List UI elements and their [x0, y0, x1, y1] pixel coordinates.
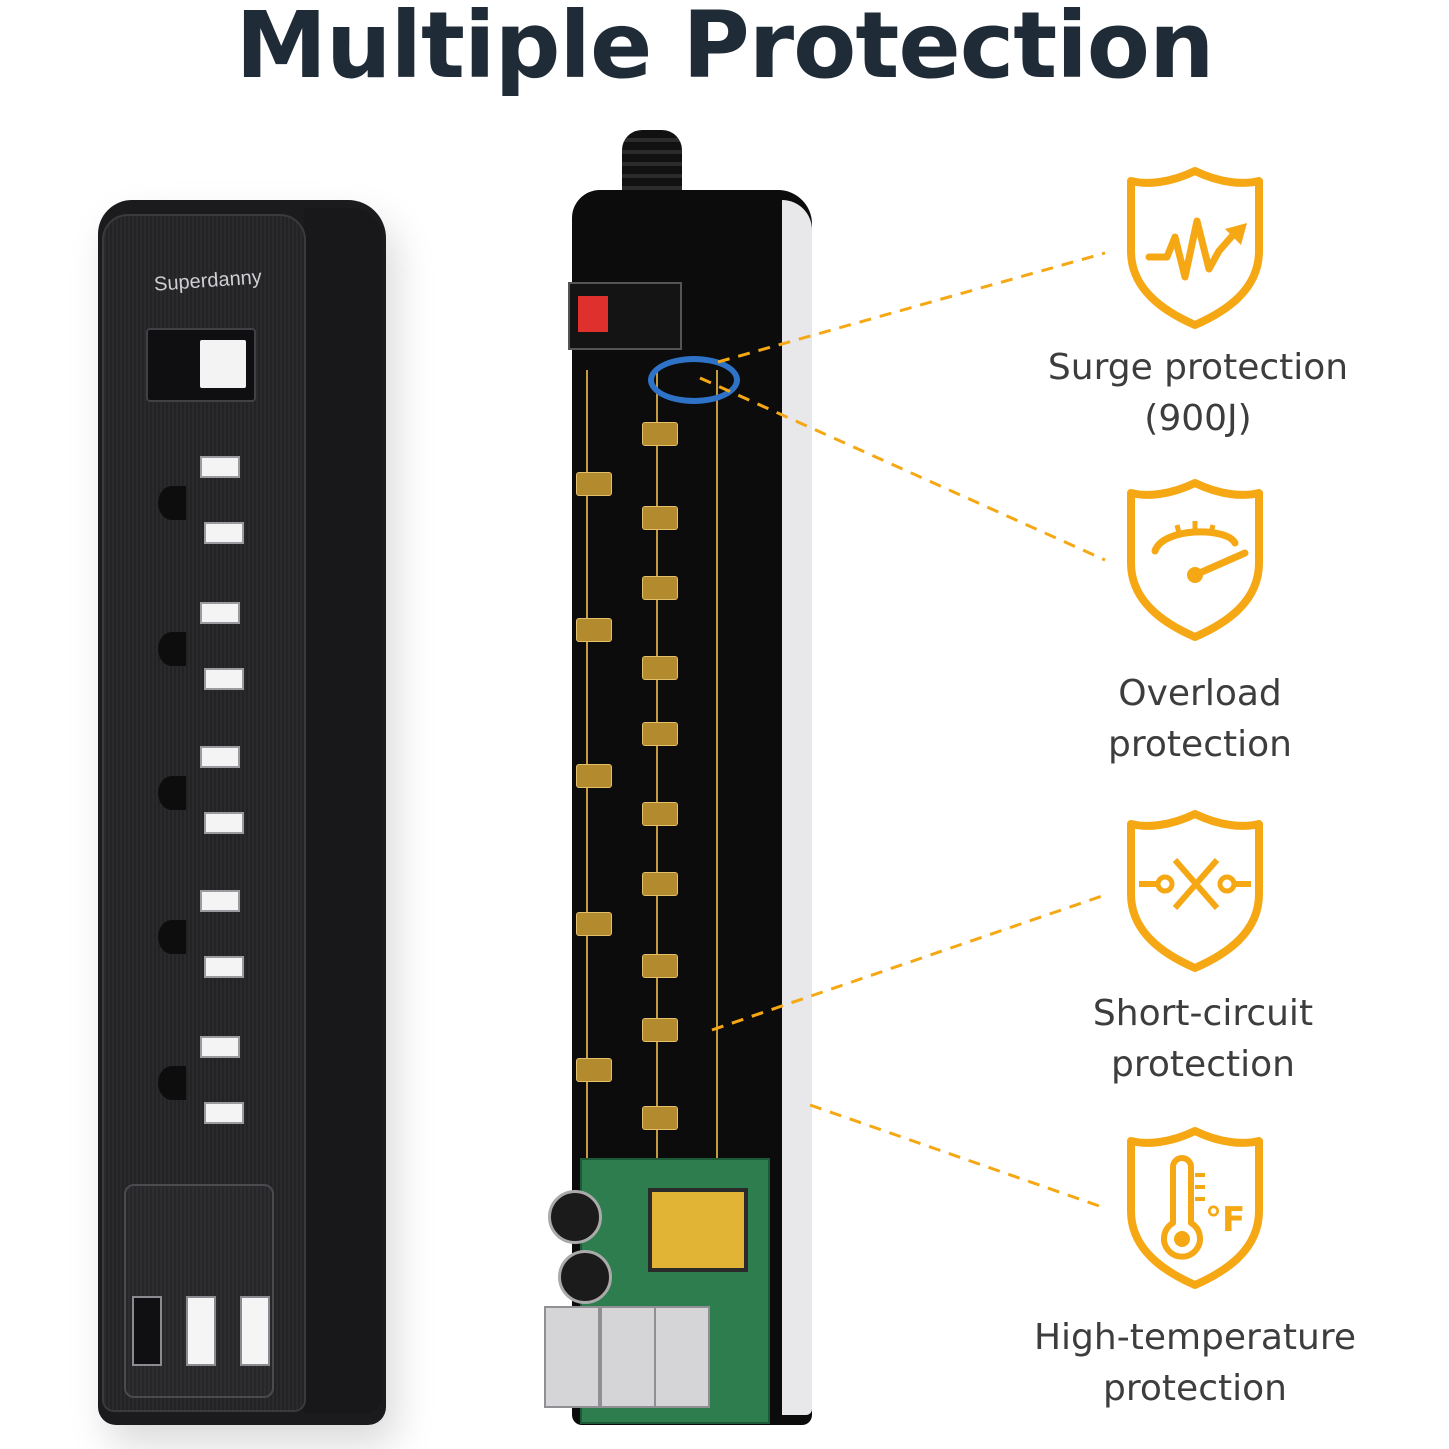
power-strip-front-view: Superdanny — [98, 200, 386, 1425]
outlet-ground-hole — [158, 632, 186, 666]
copper-contact-clip — [642, 802, 678, 826]
broken-circuit-shield-icon — [1125, 808, 1265, 973]
fahrenheit-unit: °F — [1205, 1200, 1245, 1240]
copper-contact-clip — [642, 656, 678, 680]
outlet-slot — [204, 812, 244, 834]
short-circuit-protection-label: Short-circuit protection — [1092, 993, 1314, 1085]
usb-circuit-board — [544, 1158, 770, 1424]
copper-contact-clip — [576, 764, 612, 788]
outlet-slot — [204, 522, 244, 544]
copper-rail — [716, 370, 718, 1340]
outlet-ground-hole — [158, 486, 186, 520]
gauge-shield-icon — [1125, 477, 1265, 642]
capacitor — [548, 1190, 602, 1244]
usb-port — [240, 1296, 270, 1366]
power-strip-housing-edge — [782, 200, 812, 1415]
switch-indicator — [578, 296, 608, 332]
ac-outlet — [104, 742, 304, 842]
outlet-slot — [200, 456, 240, 478]
ac-outlet — [104, 886, 304, 986]
copper-contact-clip — [642, 1018, 678, 1042]
copper-contact-clip — [642, 1106, 678, 1130]
surge-protection-label: Surge protection (900J) — [1047, 347, 1349, 439]
outlet-ground-hole — [158, 776, 186, 810]
power-switch — [146, 328, 256, 402]
usb-port — [186, 1296, 216, 1366]
internal-rocker-switch — [568, 282, 682, 350]
usb-port — [132, 1296, 162, 1366]
overload-protection-label: Overload protection — [1108, 673, 1292, 765]
outlet-slot — [204, 956, 244, 978]
leader-line-temperature — [809, 1103, 1106, 1210]
power-strip-face: Superdanny — [102, 214, 306, 1412]
outlet-slot — [204, 668, 244, 690]
usb-connector — [544, 1306, 600, 1408]
high-temperature-protection-label: High-temperature protection — [1033, 1317, 1356, 1409]
usb-port-panel — [124, 1184, 274, 1398]
copper-rail — [586, 370, 588, 1340]
capacitor — [558, 1250, 612, 1304]
copper-rail — [656, 370, 658, 1340]
usb-connector — [654, 1306, 710, 1408]
outlet-slot — [200, 890, 240, 912]
ac-outlet — [104, 452, 304, 552]
copper-contact-clip — [576, 618, 612, 642]
copper-contact-clip — [642, 872, 678, 896]
ac-outlet — [104, 1032, 304, 1132]
copper-contact-clip — [642, 422, 678, 446]
surge-waveform-shield-icon — [1125, 165, 1265, 330]
copper-contact-clip — [576, 472, 612, 496]
ac-outlet — [104, 598, 304, 698]
outlet-slot — [204, 1102, 244, 1124]
leader-line-overload — [699, 376, 1106, 562]
outlet-slot — [200, 746, 240, 768]
page-title: Multiple Protection — [235, 0, 1214, 99]
leader-line-surge — [717, 251, 1106, 364]
power-strip-side — [304, 208, 382, 1413]
copper-contact-clip — [642, 506, 678, 530]
transformer — [648, 1188, 748, 1272]
outlet-ground-hole — [158, 920, 186, 954]
copper-contact-clip — [642, 576, 678, 600]
copper-contact-clip — [576, 1058, 612, 1082]
thermometer-shield-icon: °F — [1125, 1125, 1265, 1290]
copper-contact-clip — [576, 912, 612, 936]
copper-contact-clip — [642, 954, 678, 978]
outlet-ground-hole — [158, 1066, 186, 1100]
copper-contact-clip — [642, 722, 678, 746]
power-switch-rocker — [200, 340, 246, 388]
ferrite-coil — [648, 356, 740, 404]
usb-connector — [600, 1306, 656, 1408]
outlet-slot — [200, 1036, 240, 1058]
outlet-slot — [200, 602, 240, 624]
leader-line-short-circuit — [711, 893, 1106, 1032]
